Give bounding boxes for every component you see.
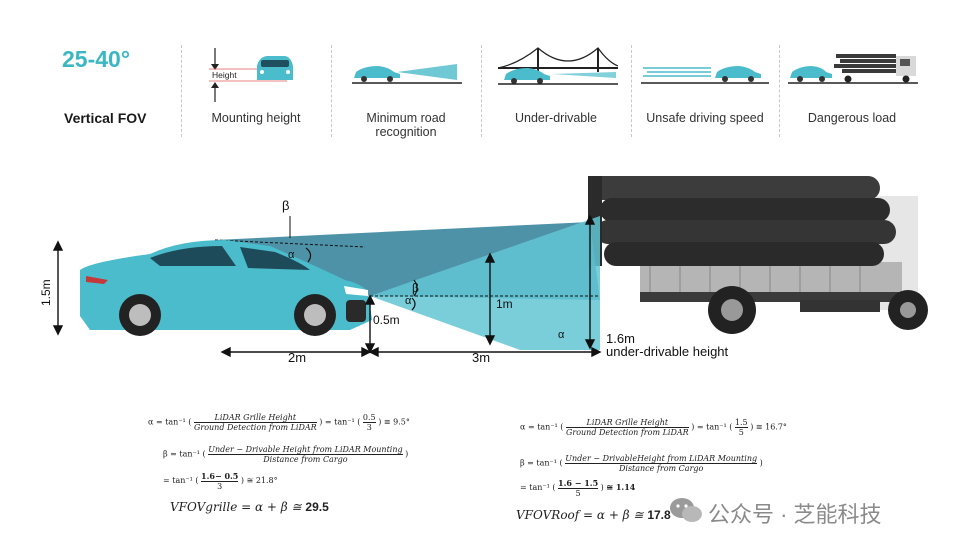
fov-range-value: 25-40°: [62, 46, 131, 72]
wechat-icon: [670, 498, 702, 522]
bridge-icon: [498, 47, 618, 85]
alpha-top-label: α: [288, 249, 295, 261]
caption-min-road-recognition: Minimum road recognition: [336, 111, 476, 139]
roof-alpha-formula: α = tan⁻¹ ( LiDAR Grille Height Ground D…: [520, 418, 787, 437]
speeding-car-icon: [641, 66, 769, 84]
car-height-label: 1.5m: [39, 279, 53, 306]
divider: [331, 45, 332, 137]
caption-mounting-height: Mounting height: [211, 111, 301, 125]
divider: [481, 45, 482, 137]
grille-beta-eval: = tan⁻¹ ( 1.6− 0.5 3 ) ≅ 21.8°: [163, 471, 278, 491]
vertical-fov-label: Vertical FOV: [64, 110, 147, 126]
beta-mid-label: β: [412, 281, 419, 295]
dist-cargo-label: 3m: [472, 350, 490, 365]
dist-car-label: 2m: [288, 350, 306, 365]
rel-height-label: 1m: [496, 297, 513, 311]
beta-top-label: β: [282, 198, 289, 213]
caption-dangerous-load: Dangerous load: [807, 111, 897, 125]
height-tag: Height: [212, 70, 237, 80]
under-height-label: under-drivable height: [606, 344, 729, 359]
watermark-text: 公众号 · 芝能科技: [708, 502, 882, 527]
truck: [588, 176, 928, 334]
roof-vfov-total: VFOVRoof = α + β ≅ 17.8: [516, 508, 671, 522]
car: [80, 240, 372, 336]
grille-alpha-formula: α = tan⁻¹ ( LiDAR Grille Height Ground D…: [148, 413, 410, 432]
grille-beta-formula: β = tan⁻¹ ( Under − Drivable Height from…: [163, 445, 409, 464]
truck-load-icon: [788, 54, 918, 84]
caption-text: Minimum road recognition: [366, 111, 446, 139]
caption-under-drivable: Under-drivable: [515, 111, 597, 125]
under-height-value: 1.6m: [606, 331, 635, 346]
divider: [631, 45, 632, 137]
divider: [181, 45, 182, 137]
roof-beta-eval: = tan⁻¹ ( 1.6 − 1.5 5 ) ≅ 1.14: [520, 478, 636, 498]
alpha-bottom-label: α: [558, 329, 565, 341]
alpha-mid-label: α: [405, 295, 412, 307]
divider: [779, 45, 780, 137]
grille-height-label: 0.5m: [373, 313, 400, 327]
caption-unsafe-speed: Unsafe driving speed: [646, 111, 764, 125]
car-height-icon: Height: [209, 48, 293, 102]
road-recognition-icon: [352, 64, 462, 84]
grille-beam: [370, 216, 600, 350]
roof-beta-formula: β = tan⁻¹ ( Under − DrivableHeight from …: [520, 454, 763, 473]
grille-vfov-total: VFOVgrille = α + β ≅ 29.5: [170, 500, 329, 514]
